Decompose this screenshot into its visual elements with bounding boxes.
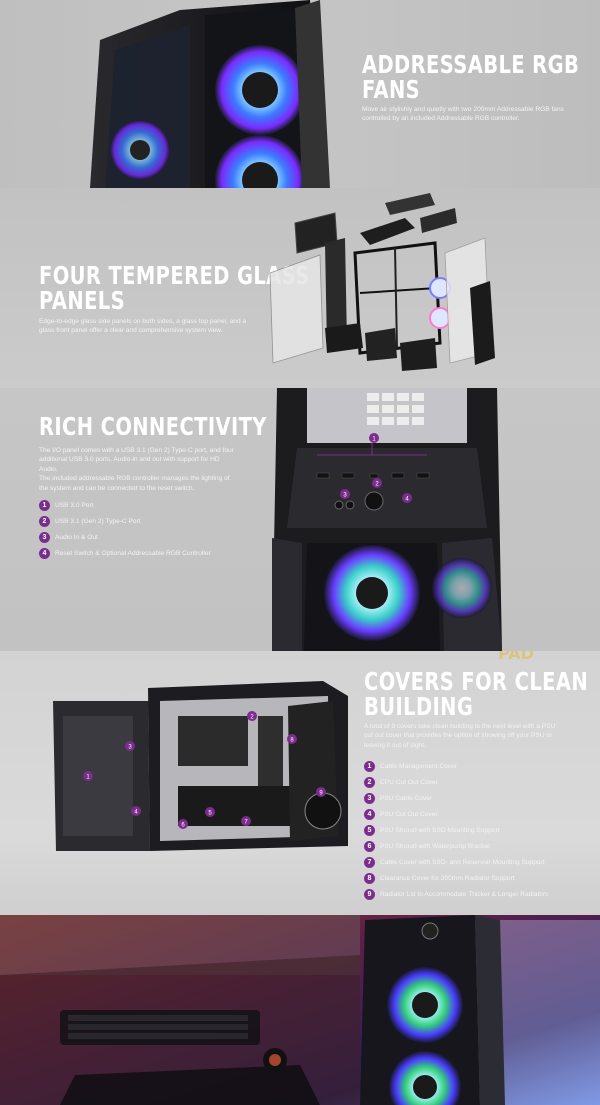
number-badge: 9 — [364, 888, 375, 900]
section-description: Move air stylishly and quietly with two … — [362, 105, 582, 124]
feature-label: USB 3.1 (Gen 2) Type-C Port — [55, 517, 141, 525]
feature-label: CPU Cut Out Cover — [380, 778, 438, 786]
number-badge: 5 — [364, 824, 375, 836]
feature-list: 1 Cable Management Cover 2 CPU Cut Out C… — [364, 758, 548, 902]
list-item: 6 PSU Shroud with Waterpump Bracket — [364, 838, 548, 854]
text-line: A total of 9 covers take clean building … — [364, 723, 556, 730]
section-heading: ADDRESSABLE RGB FANS — [362, 52, 579, 102]
list-item: 2 CPU Cut Out Cover — [364, 774, 548, 790]
callout-7: 7 — [244, 820, 248, 826]
text-line: Audio. — [39, 465, 58, 473]
callout-4: 4 — [405, 497, 409, 503]
heading-line: PANELS — [39, 286, 126, 315]
list-item: 5 PSU Shroud with SSD Mounting Support — [364, 822, 548, 838]
section-heading: COVERS FOR CLEAN BUILDING — [364, 669, 588, 719]
callout-4: 4 — [134, 810, 138, 816]
section-covers: 1 2 3 4 5 6 7 8 9 COVERS FOR CLEAN BUILD… — [0, 651, 600, 915]
text-line: leaving it out of sight. — [364, 741, 426, 749]
heading-line: FOUR TEMPERED GLASS — [39, 261, 310, 290]
lifestyle-photo — [0, 915, 600, 1105]
text-line: the system and can be connected to the r… — [39, 484, 195, 492]
heading-line: FANS — [362, 75, 421, 104]
text-line: Edge-to-edge glass side panels on both s… — [39, 318, 247, 325]
callout-1: 1 — [86, 775, 90, 781]
feature-label: PSU Cut Out Cover — [380, 810, 438, 818]
feature-label: PSU Shroud with Waterpump Bracket — [380, 842, 491, 850]
section-heading: RICH CONNECTIVITY — [39, 412, 267, 441]
text-line: The included addressable RGB controller … — [39, 475, 230, 483]
callout-9: 9 — [319, 791, 323, 797]
list-item: 3 PSU Cable Cover — [364, 790, 548, 806]
feature-label: Cable Management Cover — [380, 762, 457, 770]
feature-list: 1 USB 3.0 Port 2 USB 3.1 (Gen 2) Type-C … — [39, 497, 211, 561]
case-io-panel-image: 1 2 3 4 — [272, 388, 502, 651]
list-item: 7 Cable Cover with SSD- and Reservoir Mo… — [364, 854, 548, 870]
list-item: 8 Clearance Cover for 200mm Radiator Sup… — [364, 870, 548, 886]
feature-label: USB 3.0 Port — [55, 501, 94, 509]
heading-line: ADDRESSABLE RGB — [362, 50, 580, 79]
list-item: 2 USB 3.1 (Gen 2) Type-C Port — [39, 513, 211, 529]
number-badge: 3 — [39, 531, 50, 543]
text-line: The I/O panel comes with a USB 3.1 (Gen … — [39, 447, 234, 454]
callout-6: 6 — [181, 823, 185, 829]
feature-label: Audio In & Out — [55, 533, 98, 541]
feature-label: Cable Cover with SSD- and Reservoir Moun… — [380, 858, 545, 866]
callout-2: 2 — [250, 715, 254, 721]
list-item: 1 USB 3.0 Port — [39, 497, 211, 513]
section-connectivity: RICH CONNECTIVITY The I/O panel comes wi… — [0, 388, 600, 651]
feature-label: PSU Shroud with SSD Mounting Support — [380, 826, 500, 834]
callout-1: 1 — [372, 437, 376, 443]
list-item: 4 Reset Switch & Optional Addressable RG… — [39, 545, 211, 561]
feature-label: Radiator Lid to Accommodate Thicker & Lo… — [380, 890, 549, 898]
watermark-text: PAD — [498, 651, 534, 661]
section-description: A total of 9 covers take clean building … — [364, 722, 586, 750]
desk-setup-image — [0, 915, 600, 1105]
feature-label: Clearance Cover for 200mm Radiator Suppo… — [380, 874, 515, 882]
text-line: Move air stylishly and quietly with two … — [362, 106, 564, 113]
number-badge: 3 — [364, 792, 375, 804]
section-glass-panels: FOUR TEMPERED GLASS PANELS Edge-to-edge … — [0, 188, 600, 388]
case-rgb-fans-image — [90, 0, 330, 188]
heading-line: COVERS FOR CLEAN — [364, 667, 589, 696]
section-description: The I/O panel comes with a USB 3.1 (Gen … — [39, 446, 244, 493]
section-description: Edge-to-edge glass side panels on both s… — [39, 317, 264, 336]
case-covers-image: 1 2 3 4 5 6 7 8 9 — [53, 681, 348, 851]
list-item: 4 PSU Cut Out Cover — [364, 806, 548, 822]
heading-line: BUILDING — [364, 692, 474, 721]
number-badge: 1 — [364, 760, 375, 772]
number-badge: 4 — [364, 808, 375, 820]
number-badge: 8 — [364, 872, 375, 884]
text-line: cut out cover that provides the option o… — [364, 732, 553, 740]
list-item: 1 Cable Management Cover — [364, 758, 548, 774]
list-item: 3 Audio In & Out — [39, 529, 211, 545]
number-badge: 6 — [364, 840, 375, 852]
number-badge: 2 — [39, 515, 50, 527]
exploded-case-image — [269, 193, 495, 371]
text-line: glass front panel offer a clear and comp… — [39, 327, 223, 335]
number-badge: 1 — [39, 499, 50, 511]
section-heading: FOUR TEMPERED GLASS PANELS — [39, 263, 310, 313]
feature-label: Reset Switch & Optional Addressable RGB … — [55, 549, 211, 557]
watermark-logo: PAD — [498, 651, 534, 661]
feature-label: PSU Cable Cover — [380, 794, 433, 802]
callout-3: 3 — [343, 493, 347, 499]
section-rgb-fans: ADDRESSABLE RGB FANS Move air stylishly … — [0, 0, 600, 188]
callout-3: 3 — [128, 745, 132, 751]
number-badge: 7 — [364, 856, 375, 868]
callout-8: 8 — [290, 738, 294, 744]
text-line: controlled by an included Addressable RG… — [362, 115, 520, 123]
list-item: 9 Radiator Lid to Accommodate Thicker & … — [364, 886, 548, 902]
callout-5: 5 — [208, 811, 212, 817]
callout-2: 2 — [375, 482, 379, 488]
number-badge: 4 — [39, 547, 50, 559]
number-badge: 2 — [364, 776, 375, 788]
text-line: additional USB 3.0 ports. Audio-in and o… — [39, 456, 220, 464]
